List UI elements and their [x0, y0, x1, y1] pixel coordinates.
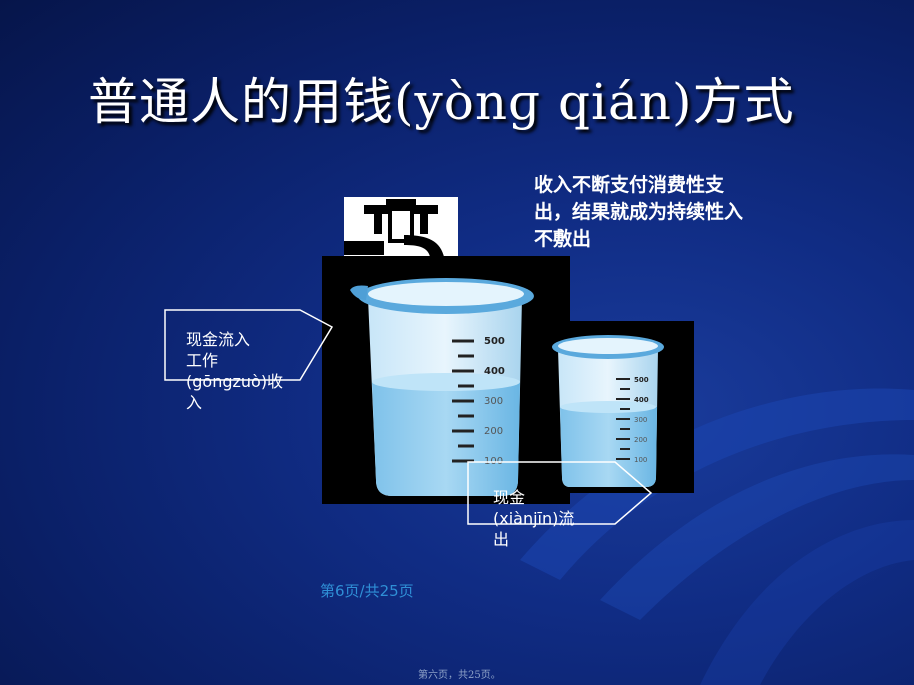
income-line-1: 现金流入	[186, 330, 251, 349]
large-beaker-mark-200: 200	[484, 426, 503, 437]
large-beaker-mark-300: 300	[484, 396, 503, 407]
large-beaker-mark-400: 400	[484, 366, 505, 377]
outflow-callout-text: 现金 (xiànjīn)流 出	[493, 487, 574, 550]
small-beaker-mark-200: 200	[634, 436, 647, 444]
slide-title: 普通人的用钱(yònɡ qián)方式	[88, 73, 795, 131]
income-arrow-callout	[164, 309, 334, 381]
footer-text: 第六页，共25页。	[418, 670, 501, 681]
description-text: 收入不断支付消费性支出，结果就成为持续性入不敷出	[534, 174, 744, 250]
small-beaker-mark-400: 400	[634, 396, 649, 404]
income-line-3: (gōngzuò)收	[186, 372, 284, 391]
outflow-line-3: 出	[493, 530, 510, 549]
income-line-2: 工作	[186, 351, 219, 370]
income-callout-text: 现金流入 工作 (gōngzuò)收 入	[186, 329, 283, 413]
income-line-4: 入	[186, 393, 203, 412]
outflow-line-2: (xiànjīn)流	[493, 509, 575, 528]
small-beaker-mark-300: 300	[634, 416, 647, 424]
large-beaker-mark-500: 500	[484, 336, 505, 347]
small-beaker-image: 500 400 300 200 100	[540, 321, 694, 493]
small-beaker-mark-100: 100	[634, 456, 647, 464]
page-number: 第6页/共25页	[320, 582, 414, 600]
small-beaker-mark-500: 500	[634, 376, 649, 384]
outflow-line-1: 现金	[493, 488, 526, 507]
outflow-arrow-callout	[467, 461, 653, 525]
faucet-image	[344, 197, 458, 257]
small-beaker-icon: 500 400 300 200 100	[552, 335, 664, 487]
large-beaker-icon: 500 400 300 200 100	[350, 278, 534, 496]
faucet-icon	[344, 199, 444, 257]
